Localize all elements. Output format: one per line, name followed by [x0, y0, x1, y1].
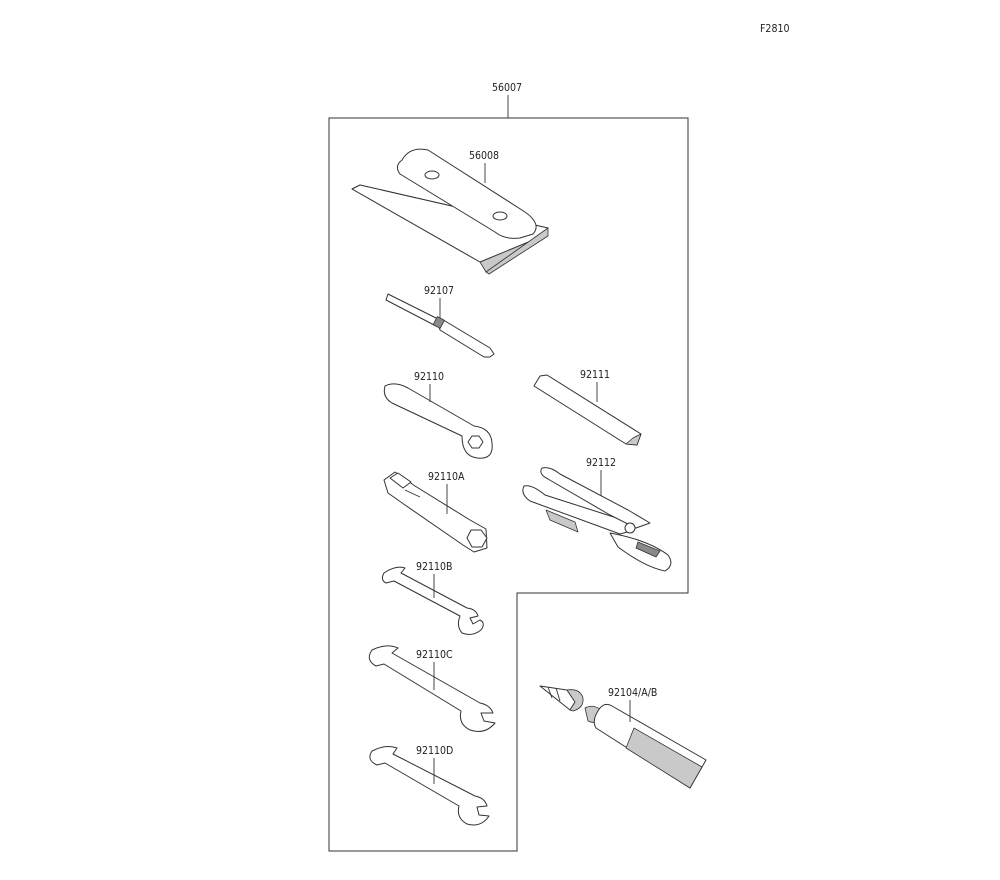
part-number-label: 92112 — [586, 457, 616, 469]
part-number-label: 92110 — [414, 371, 444, 383]
handle-bar-92111[interactable]: 92111 — [533, 369, 642, 446]
wrench-92110B[interactable]: 92110B — [381, 561, 484, 635]
part-number-label: 92107 — [424, 285, 454, 297]
part-number-label: 92110D — [416, 745, 453, 757]
callout-56007[interactable]: 56007 — [492, 82, 522, 118]
tool-bag-56008[interactable]: 56008 — [351, 148, 549, 275]
figure-code: F2810 — [760, 23, 789, 35]
grease-tube-92104[interactable]: 92104/A/B — [539, 685, 707, 789]
part-number-label: 56008 — [469, 150, 499, 162]
plug-wrench-92110A[interactable]: 92110A — [383, 471, 488, 553]
pliers-92112[interactable]: 92112 — [522, 457, 672, 572]
wrench-92110D[interactable]: 92110D — [369, 745, 490, 826]
screwdriver-92107[interactable]: 92107 — [385, 285, 495, 358]
part-number-label: 92110B — [416, 561, 453, 573]
part-number-label: 92110A — [428, 471, 465, 483]
part-number-label: 92104/A/B — [608, 687, 657, 699]
kit-frame — [328, 117, 689, 852]
part-number-label: 56007 — [492, 82, 522, 94]
part-number-label: 92110C — [416, 649, 453, 661]
box-wrench-92110[interactable]: 92110 — [383, 371, 493, 459]
part-number-label: 92111 — [580, 369, 610, 381]
wrench-92110C[interactable]: 92110C — [368, 645, 496, 732]
